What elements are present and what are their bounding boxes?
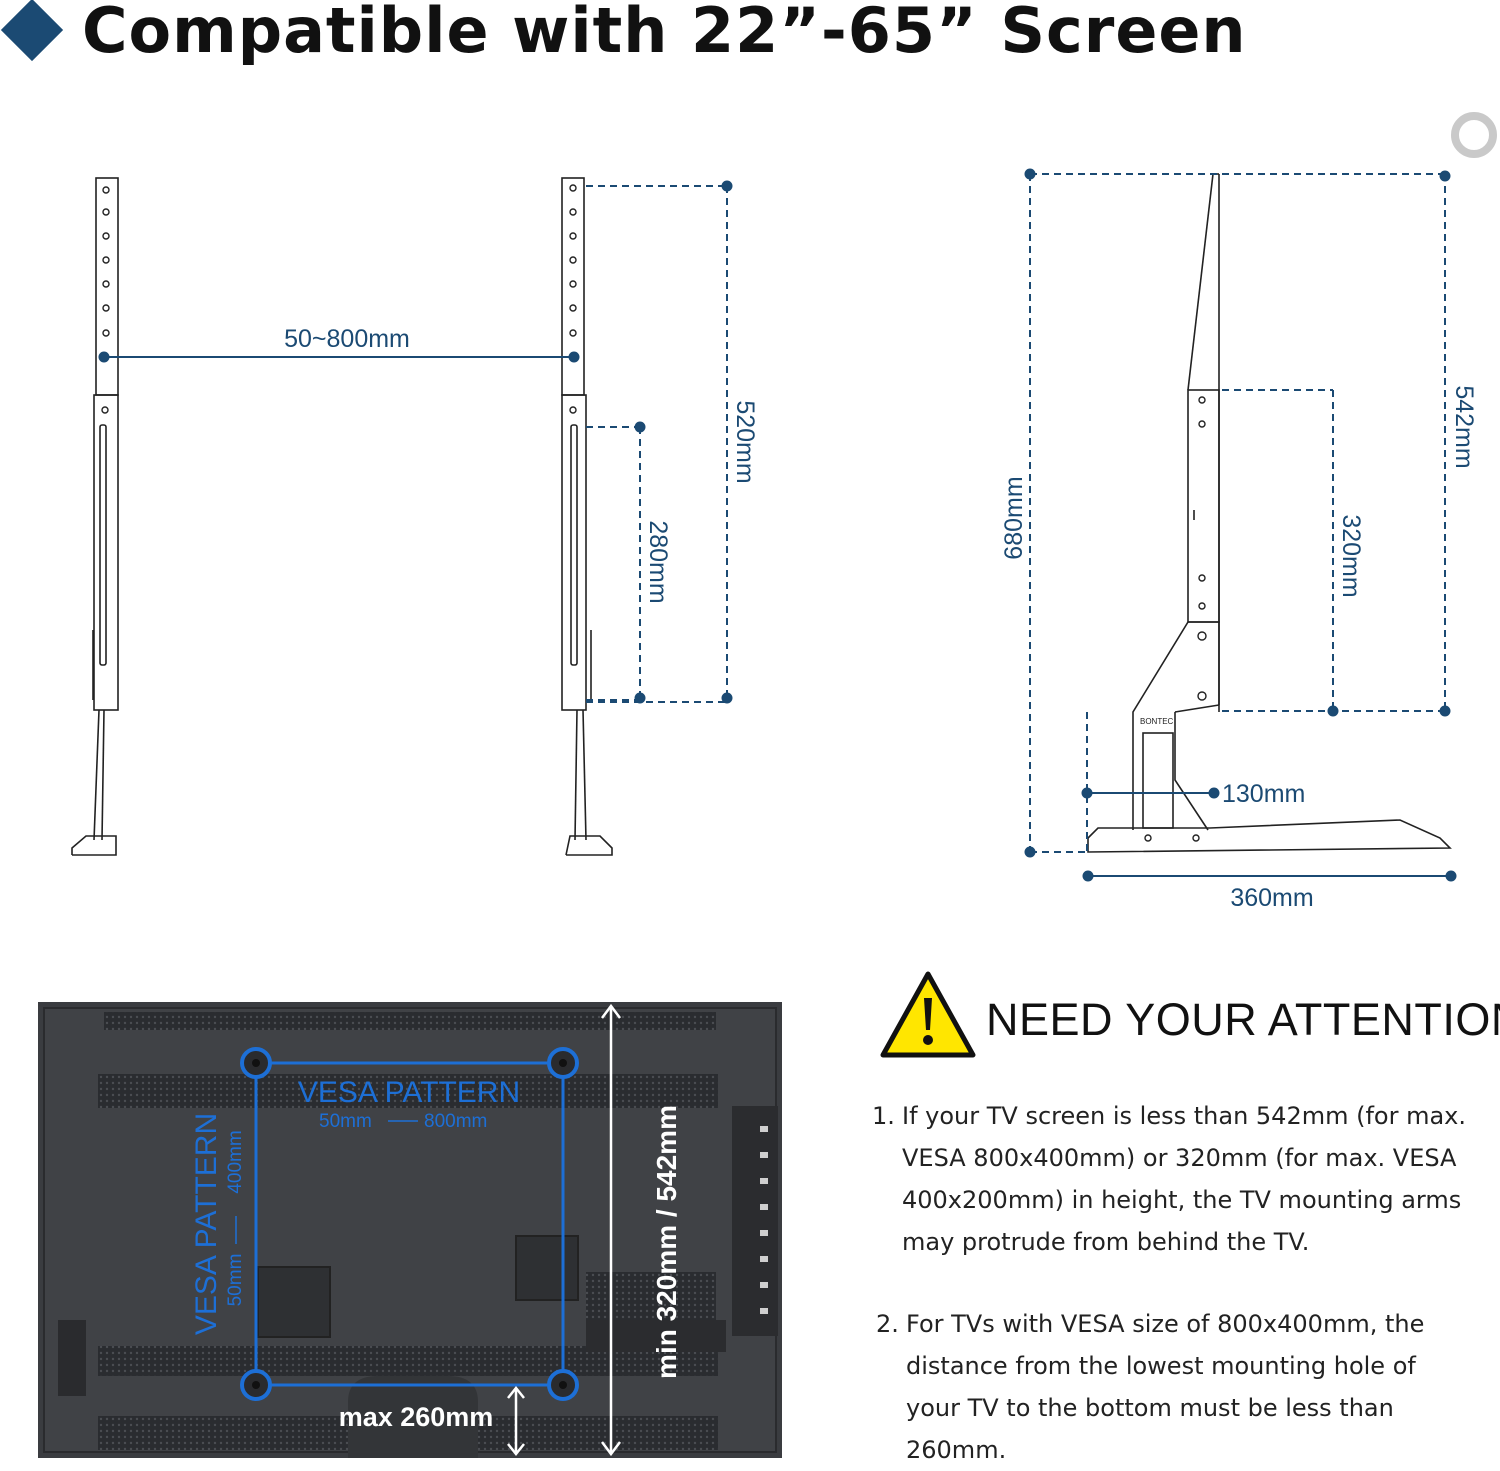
- attention-header: NEED YOUR ATTENTION: [880, 970, 1500, 1060]
- note-number: 2.: [876, 1310, 899, 1338]
- vesa-vertical-range: 50mm 400mm: [225, 1130, 246, 1306]
- dimension-diagram: 50~800mm 520mm 280mm BONTEC: [71, 168, 1478, 912]
- note-line: 260mm.: [906, 1436, 1007, 1464]
- vesa-horizontal-range: 50mm 800mm: [319, 1111, 487, 1132]
- note-line: distance from the lowest mounting hole o…: [906, 1352, 1416, 1380]
- vesa-v-max: 400mm: [225, 1130, 246, 1193]
- right-arm-holes: [569, 184, 577, 414]
- front-height-sub-label: 280mm: [644, 520, 672, 603]
- bottom-distance-arrow: [507, 1385, 525, 1457]
- side-foot-depth-label: 130mm: [1222, 780, 1305, 808]
- left-arm: [71, 177, 119, 856]
- top-vent: [104, 1012, 716, 1030]
- vesa-h-min: 50mm: [319, 1111, 372, 1132]
- note-line: VESA 800x400mm) or 320mm (for max. VESA: [902, 1144, 1457, 1172]
- front-height-total-label: 520mm: [731, 400, 759, 483]
- left-arm-holes: [101, 186, 110, 414]
- side-view-holes: [1144, 396, 1207, 842]
- side-height-total-label: 680mm: [1000, 476, 1028, 559]
- note-1: 1. If your TV screen is less than 542mm …: [872, 1095, 1500, 1263]
- note-line: For TVs with VESA size of 800x400mm, the: [906, 1310, 1425, 1338]
- side-height-sub-label: 320mm: [1337, 514, 1365, 597]
- vesa-horizontal-label: VESA PATTERN: [298, 1076, 520, 1109]
- warning-icon: [880, 971, 976, 1058]
- port-panel: [732, 1106, 778, 1336]
- side-base-depth-label: 360mm: [1230, 884, 1313, 912]
- side-dimensions: [1024, 168, 1457, 882]
- note-number: 1.: [872, 1102, 895, 1130]
- attention-title: NEED YOUR ATTENTION: [986, 994, 1500, 1045]
- brand-mark: BONTEC: [1140, 717, 1174, 726]
- vesa-vertical-label: VESA PATTERN: [190, 1113, 223, 1335]
- height-arrow: [601, 1003, 621, 1457]
- vesa-h-max: 800mm: [424, 1111, 487, 1132]
- side-view: [1087, 173, 1452, 853]
- note-line: If your TV screen is less than 542mm (fo…: [902, 1102, 1467, 1130]
- bottom-distance-label: max 260mm: [339, 1402, 494, 1432]
- note-line: 400x200mm) in height, the TV mounting ar…: [902, 1186, 1462, 1214]
- tv-back-illustration: VESA PATTERN 50mm 800mm VESA PATTERN 50m…: [38, 1002, 782, 1458]
- right-arm: [561, 177, 613, 856]
- bottom-ports: [586, 1320, 726, 1352]
- front-dimensions: [98, 180, 733, 704]
- height-label: min 320mm / 542mm: [651, 1105, 682, 1379]
- attention-notes: 1. If your TV screen is less than 542mm …: [872, 1095, 1500, 1471]
- page-title: Compatible with 22”-65” Screen: [82, 0, 1247, 67]
- note-line: may protrude from behind the TV.: [902, 1228, 1310, 1256]
- note-2: 2. For TVs with VESA size of 800x400mm, …: [876, 1303, 1500, 1471]
- upper-vent: [98, 1074, 718, 1108]
- ring-icon: [1451, 112, 1497, 158]
- vesa-v-min: 50mm: [225, 1254, 246, 1307]
- front-width-label: 50~800mm: [284, 325, 410, 353]
- note-line: your TV to the bottom must be less than: [906, 1394, 1394, 1422]
- header: Compatible with 22”-65” Screen: [0, 0, 1500, 80]
- side-height-arm-label: 542mm: [1450, 385, 1478, 468]
- vesa-pattern-frame: [254, 1061, 565, 1387]
